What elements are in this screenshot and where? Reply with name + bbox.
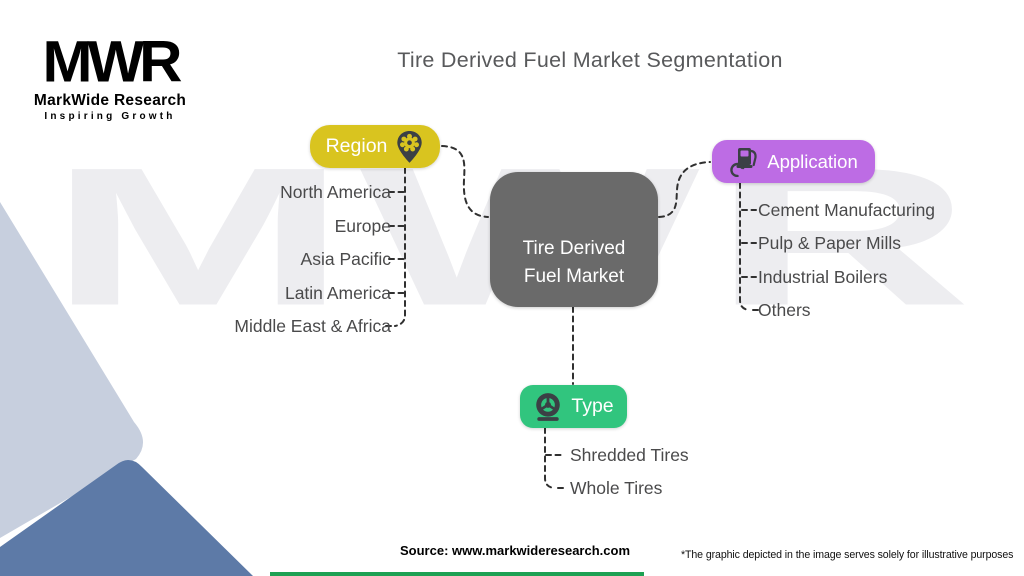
logo-monogram: MWR	[42, 28, 183, 95]
type-item: Whole Tires	[570, 478, 663, 498]
region-node-label: Region	[325, 135, 388, 157]
application-item: Others	[758, 300, 811, 320]
logo-name: MarkWide Research	[33, 92, 187, 109]
region-item: Latin America	[284, 283, 391, 303]
decoration-dark-shape	[0, 459, 253, 576]
map-pin-gear-icon	[395, 130, 424, 164]
bottom-accent-bar	[270, 572, 644, 576]
region-item: Europe	[334, 216, 391, 236]
type-node-label: Type	[571, 395, 614, 417]
region-item: Middle East & Africa	[234, 316, 391, 336]
type-item: Shredded Tires	[570, 445, 689, 465]
fuel-pump-recycle-icon	[729, 147, 759, 177]
corner-decoration	[0, 202, 253, 576]
region-item: North America	[280, 182, 391, 202]
application-item: Pulp & Paper Mills	[758, 233, 901, 253]
region-node: Region	[310, 125, 440, 168]
tire-wheel-icon	[533, 392, 563, 422]
central-node: Tire Derived Fuel Market	[490, 172, 658, 307]
logo-tagline: Inspiring Growth	[44, 111, 176, 122]
type-node: Type	[520, 385, 627, 428]
source-text: Source: www.markwideresearch.com	[400, 543, 631, 558]
region-item: Asia Pacific	[300, 249, 391, 269]
application-item: Cement Manufacturing	[758, 200, 936, 220]
application-item: Industrial Boilers	[758, 267, 888, 287]
central-node-label-line2: Fuel Market	[523, 266, 625, 287]
application-node-label: Application	[767, 150, 858, 172]
page-title: Tire Derived Fuel Market Segmentation	[397, 48, 783, 72]
central-node-label-line1: Tire Derived	[522, 238, 626, 259]
application-node: Application	[712, 140, 875, 183]
brand-logo: MWR MarkWide Research Inspiring Growth	[30, 28, 190, 122]
decoration-light-shape	[0, 202, 144, 538]
disclaimer-text: *The graphic depicted in the image serve…	[681, 549, 1014, 561]
